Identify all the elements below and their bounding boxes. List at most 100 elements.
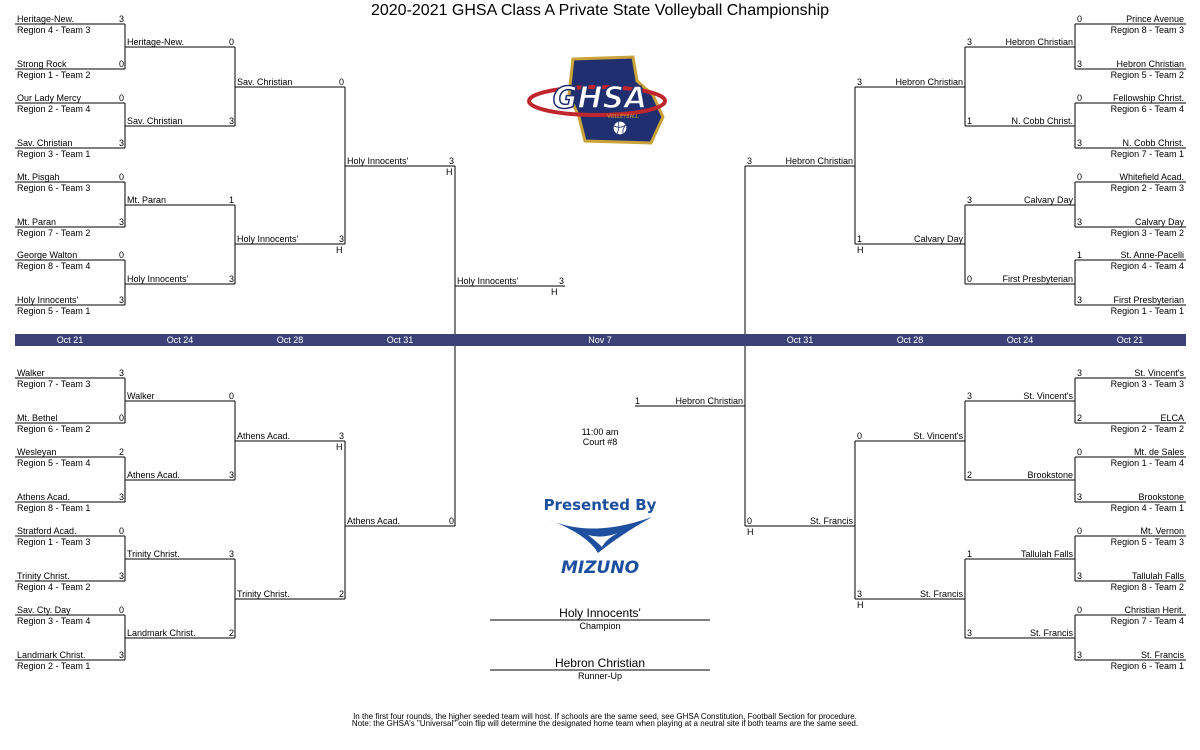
- right-r1-team-name: St. Anne-Pacelli: [1120, 250, 1184, 260]
- right-r1-team-name: Brookstone: [1138, 492, 1184, 502]
- left-r1-team-name: Wesleyan: [17, 447, 57, 457]
- left-r1-team-name: Our Lady Mercy: [17, 93, 82, 103]
- left-r1-team-name: Mt. Pisgah: [17, 172, 60, 182]
- right-r1-team-score: 3: [1077, 368, 1083, 378]
- ghsa-logo: GHSA VOLLEYBALL: [527, 55, 667, 145]
- left-r1-team-score: 3: [118, 368, 124, 378]
- right-r2-team-score: 3: [967, 628, 973, 638]
- right-r1-team-name: St. Vincent's: [1134, 368, 1184, 378]
- left-r1-team-score: 0: [118, 250, 124, 260]
- right-r1-team-score: 0: [1077, 447, 1083, 457]
- right-r4-team-score: 3: [747, 156, 753, 166]
- left-r1-team-score: 0: [118, 413, 124, 423]
- left-r1-team-seed: Region 6 - Team 2: [17, 424, 91, 434]
- right-r1-team-seed: Region 5 - Team 3: [1110, 537, 1184, 547]
- right-r1-team-name: St. Francis: [1140, 650, 1184, 660]
- right-r3-team-name: Calvary Day: [913, 234, 963, 244]
- left-r1-team-seed: Region 7 - Team 2: [17, 228, 91, 238]
- right-r2-team-score: 1: [967, 549, 973, 559]
- mizuno-brand-text: MIZUNO: [561, 558, 639, 577]
- right-r2-team-name: Hebron Christian: [1005, 37, 1073, 47]
- right-r1-team-score: 3: [1077, 571, 1083, 581]
- footer-note-2: Note: the GHSA's "Universal" coin flip w…: [351, 719, 859, 728]
- right-r2-team-score: 3: [967, 37, 973, 47]
- right-r1-team-score: 0: [1077, 605, 1083, 615]
- right-r1-team-seed: Region 4 - Team 4: [1110, 261, 1184, 271]
- left-r2-team-score: 1: [228, 195, 234, 205]
- right-r1-team-score: 3: [1077, 217, 1083, 227]
- volleyball-icon: [612, 120, 628, 136]
- left-r3-team-name: Sav. Christian: [237, 77, 293, 87]
- final-left-team-score: 3: [558, 276, 564, 286]
- left-r3-team-score: 0: [338, 77, 344, 87]
- right-r1-team-seed: Region 6 - Team 4: [1110, 104, 1184, 114]
- left-r1-team-name: Sav. Cty. Day: [17, 605, 71, 615]
- date-right-r3: Oct 28: [896, 335, 924, 345]
- left-r2-team-name: Heritage-New.: [127, 37, 185, 47]
- left-r1-team-score: 0: [118, 93, 124, 103]
- right-r2-team-name: St. Francis: [1029, 628, 1073, 638]
- right-r2-team-score: 3: [967, 391, 973, 401]
- right-r1-team-seed: Region 8 - Team 2: [1110, 582, 1184, 592]
- left-r4-team-score: 0: [448, 516, 454, 526]
- right-r1-team-seed: Region 8 - Team 3: [1110, 25, 1184, 35]
- right-r1-team-seed: Region 5 - Team 2: [1110, 70, 1184, 80]
- right-r1-team-seed: Region 6 - Team 1: [1110, 661, 1184, 671]
- right-r3-team-score: 3: [857, 589, 863, 599]
- right-r1-team-seed: Region 3 - Team 2: [1110, 228, 1184, 238]
- ghsa-logo-text: GHSA: [553, 81, 648, 116]
- right-r1-team-score: 3: [1077, 295, 1083, 305]
- left-r3-team-score: 3: [338, 431, 344, 441]
- left-r1-team-seed: Region 3 - Team 4: [17, 616, 91, 626]
- right-r2-team-name: Tallulah Falls: [1020, 549, 1073, 559]
- right-r1-team-seed: Region 2 - Team 3: [1110, 183, 1184, 193]
- left-r3-team-name: Athens Acad.: [237, 431, 291, 441]
- left-r1-team-name: Landmark Christ.: [17, 650, 86, 660]
- date-left-r4: Oct 31: [386, 335, 414, 345]
- right-r2-team-score: 0: [967, 274, 973, 284]
- right-r2-team-score: 2: [967, 470, 973, 480]
- right-r3-host: H: [857, 600, 864, 610]
- right-r1-team-name: First Presbyterian: [1113, 295, 1184, 305]
- left-r1-team-score: 2: [118, 447, 124, 457]
- right-r3-team-name: St. Francis: [919, 589, 963, 599]
- left-r1-team-seed: Region 4 - Team 2: [17, 582, 91, 592]
- right-r1-team-name: Christian Herit.: [1124, 605, 1184, 615]
- right-r1-team-seed: Region 7 - Team 1: [1110, 149, 1184, 159]
- left-r1-team-score: 0: [118, 605, 124, 615]
- left-r4-team-name: Athens Acad.: [347, 516, 401, 526]
- left-r1-team-seed: Region 8 - Team 4: [17, 261, 91, 271]
- left-r1-team-name: Strong Rock: [17, 59, 67, 69]
- left-r1-team-seed: Region 8 - Team 1: [17, 503, 91, 513]
- left-r1-team-score: 0: [118, 172, 124, 182]
- left-r1-team-seed: Region 1 - Team 3: [17, 537, 91, 547]
- mizuno-runbird-icon: [548, 517, 652, 553]
- page-title: 2020-2021 GHSA Class A Private State Vol…: [370, 2, 830, 19]
- left-r4-team-name: Holy Innocents': [347, 156, 409, 166]
- right-r1-team-seed: Region 3 - Team 3: [1110, 379, 1184, 389]
- right-r2-team-name: Brookstone: [1027, 470, 1073, 480]
- right-r1-team-name: Prince Avenue: [1126, 14, 1184, 24]
- left-r1-team-score: 3: [118, 295, 124, 305]
- left-r1-team-score: 3: [118, 492, 124, 502]
- left-r1-team-seed: Region 5 - Team 1: [17, 306, 91, 316]
- left-r3-host: H: [336, 245, 343, 255]
- left-r3-team-score: 3: [338, 234, 344, 244]
- right-r3-team-name: Hebron Christian: [895, 77, 963, 87]
- right-r1-team-score: 0: [1077, 526, 1083, 536]
- left-r2-team-score: 3: [228, 549, 234, 559]
- date-left-r1: Oct 21: [56, 335, 84, 345]
- right-r1-team-name: ELCA: [1160, 413, 1184, 423]
- right-r4-team-name: St. Francis: [809, 516, 853, 526]
- final-right-team-name: Hebron Christian: [675, 396, 743, 406]
- left-r2-team-score: 0: [228, 391, 234, 401]
- left-r1-team-name: George Walton: [17, 250, 78, 260]
- left-r2-team-score: 2: [228, 628, 234, 638]
- date-right-r2: Oct 24: [1006, 335, 1034, 345]
- date-left-r3: Oct 28: [276, 335, 304, 345]
- right-r1-team-score: 3: [1077, 138, 1083, 148]
- champion-name: Holy Innocents': [559, 606, 641, 620]
- right-r1-team-score: 0: [1077, 172, 1083, 182]
- right-r1-team-score: 3: [1077, 492, 1083, 502]
